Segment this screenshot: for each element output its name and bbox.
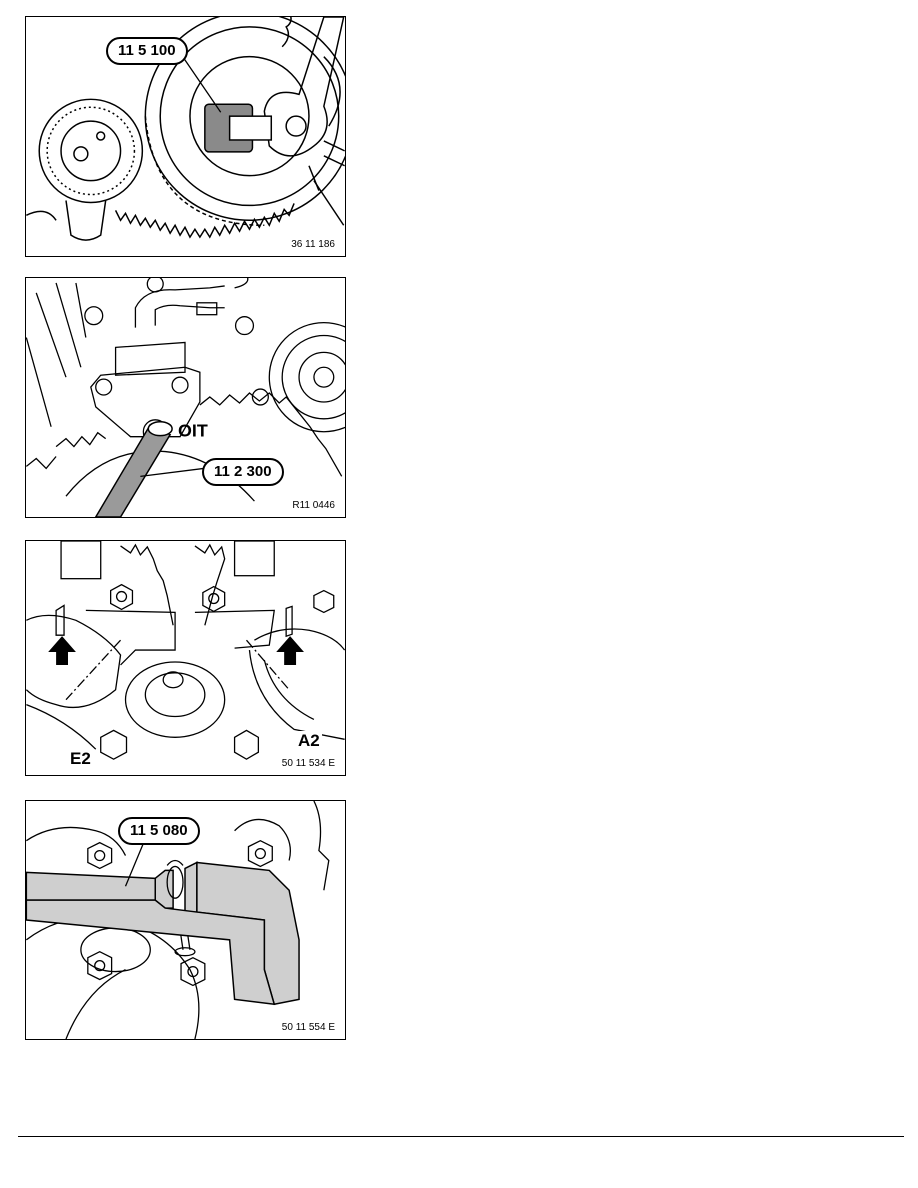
figure-reference-number: 36 11 186: [289, 239, 337, 250]
figure-2: OIT 11 2 300 R11 0446: [25, 277, 346, 518]
footer-divider: [18, 1136, 904, 1137]
figure-1: 11 5 100 36 11 186: [25, 16, 346, 257]
figure-reference-number: 50 11 534 E: [279, 758, 337, 769]
figure-3-drawing: [26, 541, 345, 760]
figure-reference-number: R11 0446: [290, 500, 337, 511]
svg-text:OIT: OIT: [178, 421, 208, 441]
tool-number-callout: 11 2 300: [202, 458, 284, 486]
figure-4-drawing: [26, 801, 330, 1039]
figure-2-drawing: OIT: [26, 278, 345, 517]
figure-reference-number: 50 11 554 E: [279, 1022, 337, 1033]
figure-4: 11 5 080 50 11 554 E: [25, 800, 346, 1040]
figure-3: E2 A2 50 11 534 E: [25, 540, 346, 776]
tool-number-callout: 11 5 100: [106, 37, 188, 65]
intake-camshaft-label: A2: [296, 731, 322, 751]
exhaust-camshaft-label: E2: [68, 749, 93, 769]
tool-number-callout: 11 5 080: [118, 817, 200, 845]
figure-1-drawing: [26, 17, 345, 241]
